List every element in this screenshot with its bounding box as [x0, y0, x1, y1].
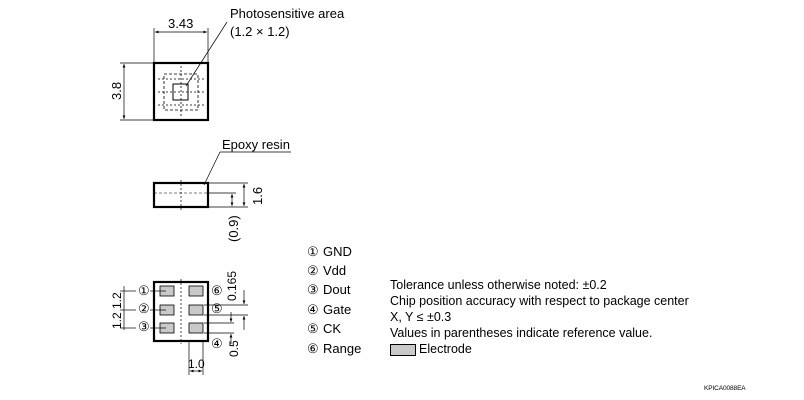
pin-name: Gate	[323, 302, 351, 317]
package-outline-top	[152, 61, 210, 122]
pin-number: ①	[307, 244, 319, 259]
pin-row: ⑤ CK	[307, 321, 341, 336]
top-width-dim: 3.43	[168, 16, 193, 31]
pad-marker-6: ⑥	[211, 283, 223, 298]
epoxy-leader	[203, 151, 221, 186]
pin-row: ④ Gate	[307, 302, 351, 317]
electrode-legend-label: Electrode	[419, 342, 472, 356]
drawing-code: KPICA0088EA	[704, 385, 746, 392]
electrode-pad-5	[188, 304, 204, 316]
pin-number: ④	[307, 302, 319, 317]
pin-name: Range	[323, 341, 361, 356]
side-ref-dim: (0.9)	[226, 215, 241, 242]
pad-marker-3: ③	[138, 319, 150, 334]
pitch-dim-1: 1.2	[110, 292, 124, 309]
pad-marker-1: ①	[138, 283, 150, 298]
top-height-dim: 3.8	[109, 82, 124, 100]
electrode-pad-6	[188, 285, 204, 297]
photosensitive-callout: Photosensitive area	[230, 6, 345, 21]
pad-marker-4: ④	[211, 336, 223, 351]
pin-row: ③ Dout	[307, 282, 351, 297]
package-outline-side	[152, 181, 210, 209]
pin-name: Dout	[323, 282, 351, 297]
electrode-swatch	[390, 343, 416, 356]
pin-number: ⑥	[307, 341, 319, 356]
offset-dim: 0.165	[225, 271, 239, 301]
electrode-pad-4	[188, 322, 204, 334]
pin-number: ②	[307, 263, 319, 278]
pin-name: GND	[323, 244, 352, 259]
electrode-legend: Electrode	[390, 341, 472, 357]
parentheses-note: Values in parentheses indicate reference…	[390, 326, 653, 340]
pad-marker-2: ②	[138, 301, 150, 316]
pad-width-dim: 1.0	[188, 357, 205, 371]
xy-note: X, Y ≤ ±0.3	[390, 310, 452, 324]
pin-row: ① GND	[307, 244, 352, 259]
photosensitive-leader	[185, 21, 228, 87]
pin-name: CK	[323, 321, 341, 336]
pin-number: ⑤	[307, 321, 319, 336]
epoxy-callout: Epoxy resin	[222, 137, 290, 152]
pitch-dim-2: 1.2	[110, 312, 124, 329]
pin-row: ② Vdd	[307, 263, 346, 278]
pin-number: ③	[307, 282, 319, 297]
side-thickness-dim: 1.6	[250, 187, 265, 205]
side-view: Epoxy resin 1.6 (0.9)	[152, 137, 291, 242]
chip-position-note: Chip position accuracy with respect to p…	[390, 294, 689, 308]
pin-name: Vdd	[323, 263, 346, 278]
pad-length-dim: 0.5	[227, 340, 241, 357]
pin-list: ① GND ② Vdd ③ Dout ④ Gate ⑤ CK ⑥ Range	[307, 244, 361, 356]
photosensitive-size: (1.2 × 1.2)	[230, 24, 290, 39]
pin-row: ⑥ Range	[307, 341, 361, 356]
pad-marker-5: ⑤	[211, 301, 223, 316]
bottom-view: ① ② ③ ⑥ ⑤ ④ 1.2 1.2 0.165 0.5 1.0	[110, 271, 248, 375]
tolerance-note: Tolerance unless otherwise noted: ±0.2	[390, 278, 607, 292]
top-view: 3.43 3.8 Photosensitive area (1.2 × 1.2)	[109, 6, 345, 122]
